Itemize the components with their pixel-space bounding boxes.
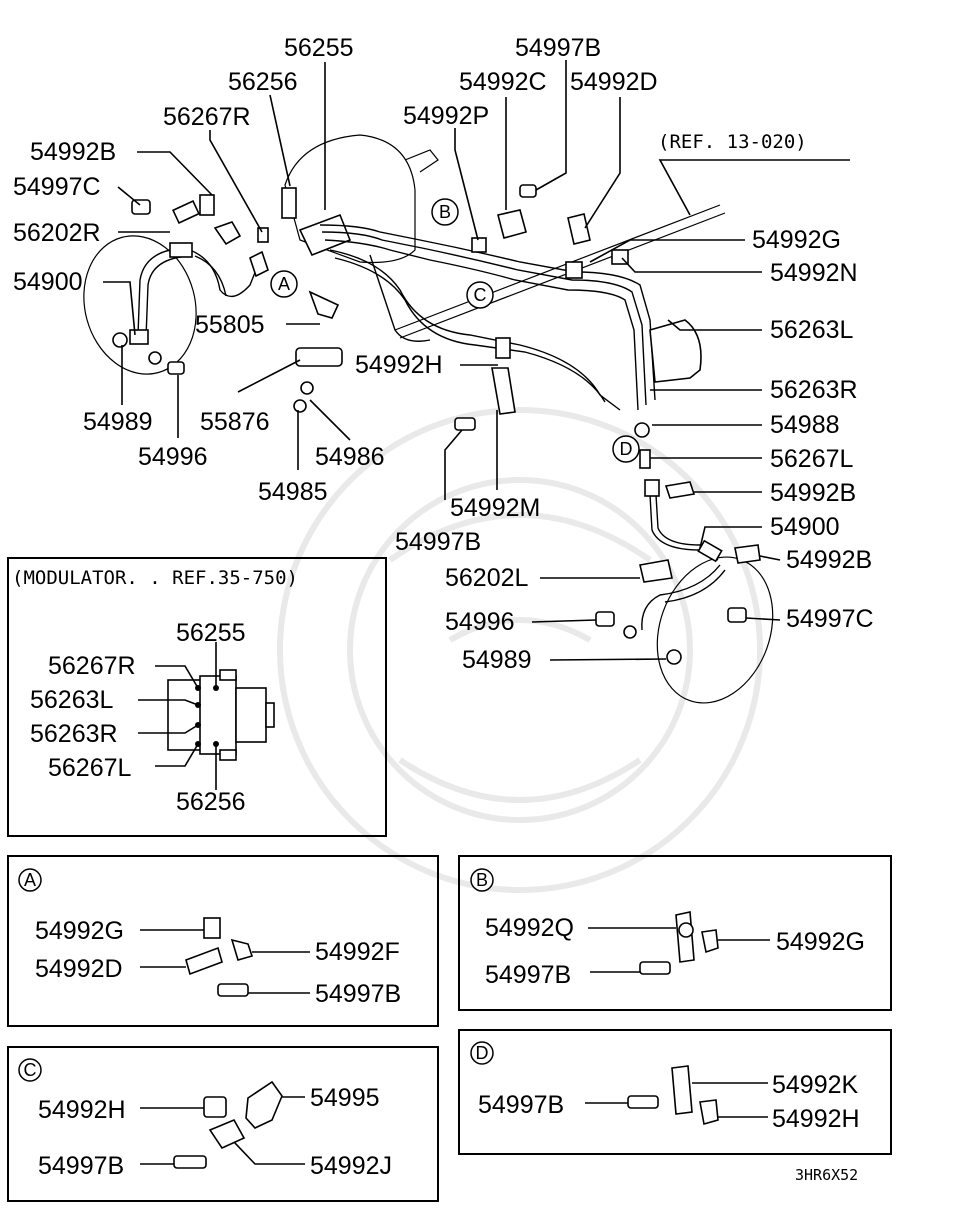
inset-label-56267r: 56267R <box>48 652 136 680</box>
label-54992p: 54992P <box>403 102 489 130</box>
label-55876: 55876 <box>200 408 270 436</box>
callout-letter: B <box>439 202 451 222</box>
detail-b-label-54997b: 54997B <box>485 961 571 989</box>
label-54992d: 54992D <box>570 68 658 96</box>
inset-label-56267l: 56267L <box>48 754 132 782</box>
label-54992c: 54992C <box>459 68 547 96</box>
label-54997b-mid: 54997B <box>395 528 481 556</box>
inset-label-56263l: 56263L <box>30 686 114 714</box>
label-54989-rear: 54989 <box>462 646 532 674</box>
watermark <box>277 407 763 893</box>
leader-lines <box>103 60 850 661</box>
detail-c-letter: C <box>24 1060 37 1080</box>
label-54992m: 54992M <box>450 494 540 522</box>
detail-c-label-54992j: 54992J <box>310 1152 392 1180</box>
detail-c-label-54995: 54995 <box>310 1084 380 1112</box>
label-56267l: 56267L <box>770 445 854 473</box>
callout-circle-c: C <box>466 281 494 309</box>
detail-c-label-54997b: 54997B <box>38 1152 124 1180</box>
detail-b-letter: B <box>476 870 488 890</box>
label-54992n: 54992N <box>770 259 858 287</box>
label-54989-front: 54989 <box>83 408 153 436</box>
label-56202l: 56202L <box>445 564 529 592</box>
inset-label-56255: 56255 <box>176 619 246 647</box>
callout-circle-a: A <box>270 270 298 298</box>
detail-d-label-54992k: 54992K <box>772 1071 859 1099</box>
detail-b-label-54992g: 54992G <box>776 928 865 956</box>
label-54986: 54986 <box>315 443 385 471</box>
callout-letter: C <box>474 285 487 305</box>
modulator-inset-title: (MODULATOR. . REF.35-750) <box>12 567 298 589</box>
label-54988: 54988 <box>770 411 840 439</box>
label-54992g: 54992G <box>752 226 841 254</box>
label-55805: 55805 <box>195 311 265 339</box>
detail-c-label-54992h: 54992H <box>38 1096 126 1124</box>
label-54997b-top: 54997B <box>515 34 601 62</box>
label-56267r: 56267R <box>163 103 251 131</box>
callout-letter: D <box>620 439 633 459</box>
detail-a-label-54992g: 54992G <box>35 917 124 945</box>
callout-letter: A <box>278 274 290 294</box>
label-54996-front: 54996 <box>138 443 208 471</box>
reference-note: (REF. 13-020) <box>658 131 807 153</box>
detail-d-label-54992h: 54992H <box>772 1105 860 1133</box>
label-56202r: 56202R <box>13 219 101 247</box>
detail-d-box: D 54997B 54992K 54992H <box>458 1029 892 1155</box>
inset-label-56256: 56256 <box>176 788 246 816</box>
label-54992b-rear-b: 54992B <box>786 546 872 574</box>
label-54900-rear: 54900 <box>770 513 840 541</box>
callout-circle-b: B <box>431 198 459 226</box>
detail-b-box: B 54992Q 54992G 54997B <box>458 855 892 1011</box>
main-part-labels: 56255 56256 56267R 54992B 54997C 56202R … <box>13 34 874 674</box>
detail-a-box: A 54992G 54992D 54992F 54997B <box>7 855 439 1027</box>
detail-b-label-54992q: 54992Q <box>485 914 574 942</box>
detail-a-label-54992d: 54992D <box>35 955 123 983</box>
diagram-code: 3HR6X52 <box>795 1166 858 1184</box>
label-54900-front: 54900 <box>13 268 83 296</box>
label-56263l: 56263L <box>770 316 854 344</box>
detail-a-label-54997b: 54997B <box>315 980 401 1008</box>
modulator-inset: (MODULATOR. . REF.35-750) 56255 56267R 5… <box>7 557 387 837</box>
detail-d-letter: D <box>476 1043 489 1063</box>
detail-a-letter: A <box>24 870 36 890</box>
inset-label-56263r: 56263R <box>30 720 118 748</box>
label-54992b-rear-a: 54992B <box>770 479 856 507</box>
label-54992h: 54992H <box>355 351 443 379</box>
detail-a-label-54992f: 54992F <box>315 938 400 966</box>
label-54992b-front: 54992B <box>30 138 116 166</box>
detail-c-box: C 54992H 54995 54997B 54992J <box>7 1046 439 1202</box>
label-56255: 56255 <box>284 34 354 62</box>
callout-circle-d: D <box>612 435 640 463</box>
label-56256: 56256 <box>228 68 298 96</box>
label-54997c-front: 54997C <box>13 173 101 201</box>
label-56263r: 56263R <box>770 376 858 404</box>
main-assembly-drawing <box>83 134 774 704</box>
label-54985: 54985 <box>258 478 328 506</box>
detail-d-label-54997b: 54997B <box>478 1091 564 1119</box>
label-54996-rear: 54996 <box>445 608 515 636</box>
label-54997c-rear: 54997C <box>786 605 874 633</box>
